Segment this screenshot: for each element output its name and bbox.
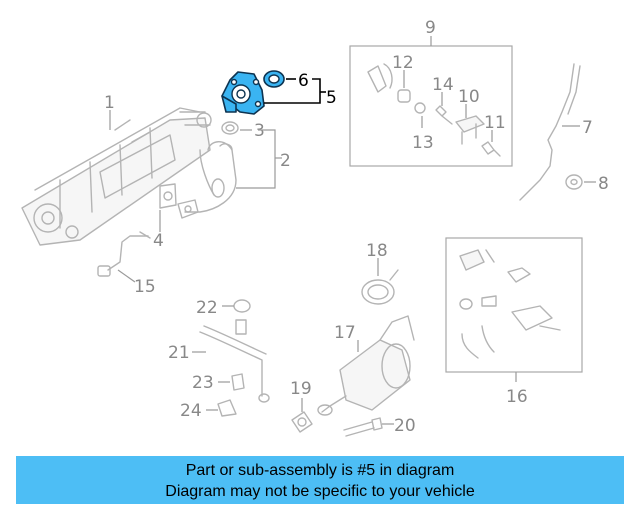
catalytic-converter-part[interactable] [317, 315, 415, 416]
gasket-part[interactable] [159, 183, 177, 209]
clip-23-part[interactable] [231, 373, 245, 391]
o-ring-highlighted[interactable] [263, 70, 285, 88]
bolt-14-part[interactable] [435, 105, 453, 125]
sensor-kit-parts[interactable] [459, 249, 561, 359]
callout-5[interactable]: 5 [326, 88, 337, 108]
callout-8[interactable]: 8 [598, 174, 609, 194]
bolt-20-part[interactable] [343, 417, 383, 437]
callout-6[interactable]: 6 [298, 71, 309, 91]
parts-diagram: 1 3 2 4 15 [21, 18, 609, 437]
clamp-22-part[interactable] [233, 299, 251, 313]
callout-11[interactable]: 11 [484, 113, 506, 133]
callout-2[interactable]: 2 [280, 151, 291, 171]
callout-22[interactable]: 22 [196, 298, 218, 318]
gasket-19-part[interactable] [291, 411, 313, 433]
footer-banner: Part or sub-assembly is #5 in diagram Di… [16, 456, 624, 504]
box-16 [445, 237, 583, 373]
callout-10[interactable]: 10 [458, 87, 480, 107]
temperature-sensor-part[interactable] [97, 231, 151, 277]
grommet-part[interactable] [397, 89, 411, 103]
footer-line-part-info: Part or sub-assembly is #5 in diagram [185, 462, 455, 479]
callout-4[interactable]: 4 [153, 231, 164, 251]
callout-20[interactable]: 20 [394, 416, 416, 436]
callout-14[interactable]: 14 [432, 75, 454, 95]
clamp-18-part[interactable] [361, 269, 399, 305]
bracket-2 [236, 129, 276, 189]
pressure-sensor-part[interactable] [455, 115, 485, 145]
callout-13[interactable]: 13 [412, 133, 434, 153]
hose-part[interactable] [367, 63, 393, 93]
callout-18[interactable]: 18 [366, 241, 388, 261]
callout-9[interactable]: 9 [425, 18, 436, 38]
leader-15 [117, 269, 136, 283]
callout-19[interactable]: 19 [290, 379, 312, 399]
callout-17[interactable]: 17 [334, 323, 356, 343]
callout-1[interactable]: 1 [104, 93, 115, 113]
bracket-5 [264, 78, 321, 104]
callout-12[interactable]: 12 [392, 53, 414, 73]
washer-part[interactable] [414, 102, 426, 114]
footer-line-disclaimer: Diagram may not be specific to your vehi… [165, 483, 475, 500]
callout-3[interactable]: 3 [254, 121, 265, 141]
bolt-11-part[interactable] [481, 141, 501, 157]
egr-valve-housing-highlighted[interactable] [221, 71, 265, 115]
bracket-24-part[interactable] [217, 399, 237, 417]
callout-16[interactable]: 16 [506, 387, 528, 407]
vacuum-tube-part[interactable] [519, 63, 581, 201]
callout-21[interactable]: 21 [168, 343, 190, 363]
cap-part[interactable] [565, 174, 583, 190]
callout-15[interactable]: 15 [134, 277, 156, 297]
callout-7[interactable]: 7 [582, 118, 593, 138]
egr-pipe-part[interactable] [177, 141, 237, 219]
hose-21-part[interactable] [199, 319, 270, 403]
callout-24[interactable]: 24 [180, 401, 202, 421]
egr-cooler-part[interactable] [21, 107, 212, 246]
callout-23[interactable]: 23 [192, 373, 214, 393]
ring-part[interactable] [221, 121, 239, 135]
